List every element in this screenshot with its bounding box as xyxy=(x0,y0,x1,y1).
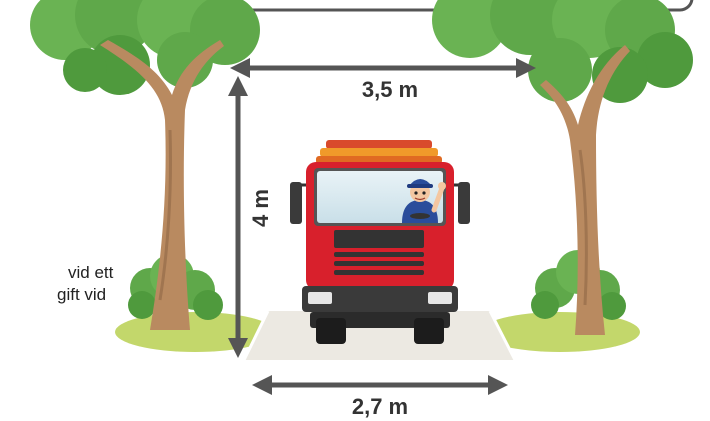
height-label: 4 m xyxy=(248,189,273,227)
road-width-label: 2,7 m xyxy=(352,394,408,419)
width-label: 3,5 m xyxy=(362,77,418,102)
truck xyxy=(290,140,470,344)
